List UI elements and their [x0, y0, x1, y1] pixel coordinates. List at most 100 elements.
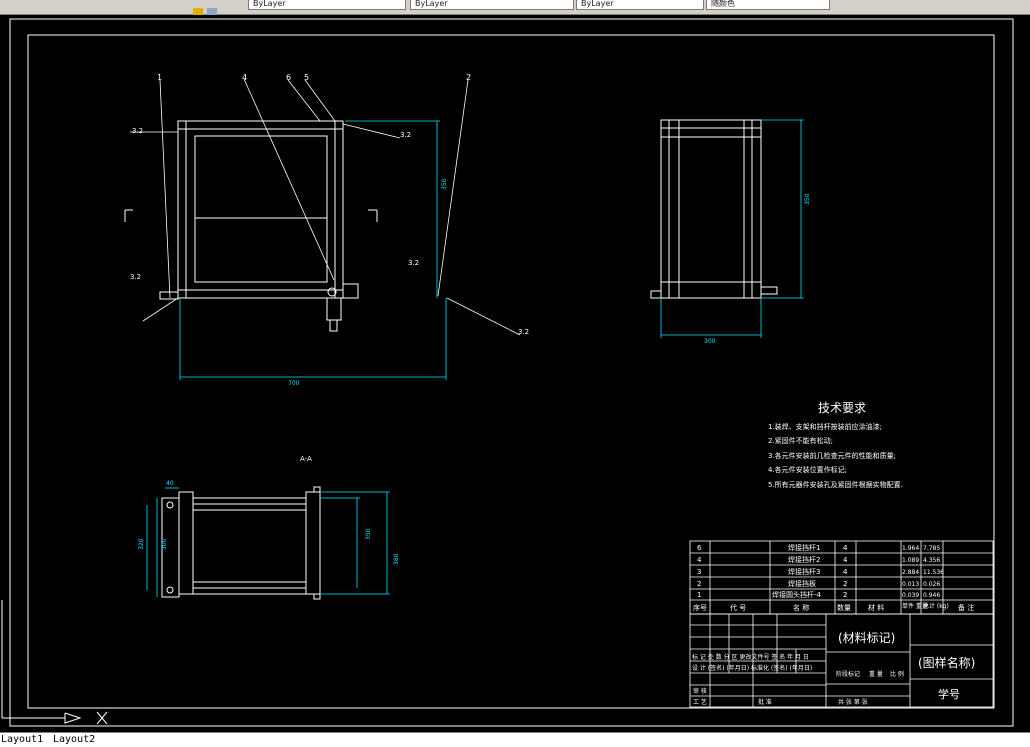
surface-mark: 3.2: [408, 259, 419, 267]
bom-header-no: 序号: [693, 603, 707, 612]
bom-header-name: 名 称: [793, 603, 809, 612]
bom-qty: 2: [843, 591, 847, 599]
front-dims: [179, 120, 447, 380]
layer-state-icon[interactable]: [193, 8, 203, 15]
bom-qty: 2: [843, 580, 847, 588]
front-view: [159, 120, 359, 332]
bom-name: 焊接挡杆1: [788, 543, 820, 552]
bom-header-single: 单件 重量: [902, 602, 928, 610]
title-row2: 设 计 (签名) (年月日) 标准化 (签名) (年月日): [692, 664, 812, 672]
drawing-canvas[interactable]: 1 4 6 5 2 3.2 3.2 3.2 3.2 3.2 700 350: [0, 15, 1030, 732]
dim-top-d: 380: [393, 553, 400, 565]
bom-no: 4: [697, 556, 702, 564]
dim-top-b: 300: [161, 538, 168, 550]
bom-no: 6: [697, 544, 702, 552]
drawing-frame: [27, 34, 995, 709]
drawing-no: 学号: [938, 687, 960, 701]
bom-name: 焊接圆头挡杆-4: [772, 590, 822, 599]
section-arrows: [124, 209, 378, 222]
tech-item: 1.装焊、支架和挡杆按装前应涂油漆;: [768, 422, 882, 431]
callout-1: 1: [157, 73, 162, 82]
review-label: 审 核: [693, 687, 707, 695]
dim-top-a: 320: [138, 538, 145, 550]
material-mark: (材料标记): [838, 631, 895, 645]
tech-item: 5.所有元器件安装孔及紧固件根据实物配置.: [768, 480, 903, 489]
dim-side-width: 300: [704, 338, 716, 345]
tech-item: 2.紧固件不能有松动;: [768, 436, 833, 445]
bom-w1: 1.089: [902, 557, 919, 564]
plotstyle-control[interactable]: 随颜色: [706, 0, 830, 10]
bom-name: 焊接挡杆3: [788, 567, 820, 576]
bom-table: [689, 540, 994, 615]
tech-title: 技术要求: [818, 401, 866, 415]
surface-mark: 3.2: [400, 131, 411, 139]
process-label: 工 艺: [693, 698, 707, 706]
bom-w2: 0.946: [923, 592, 940, 599]
bom-qty: 4: [843, 568, 848, 576]
side-dims: [660, 119, 804, 338]
color-control[interactable]: ByLayer: [248, 0, 406, 10]
bom-qty: 4: [843, 544, 848, 552]
tech-item: 4.各元件安装位置作标记;: [768, 465, 847, 474]
bom-w2: 7.785: [923, 545, 940, 552]
sheets-label: 共 张 第 张: [838, 698, 868, 706]
bom-header-remark: 备 注: [958, 603, 974, 612]
callout-6: 6: [286, 73, 291, 82]
dim-front-width: 700: [288, 380, 300, 387]
linetype-control[interactable]: ByLayer: [410, 0, 574, 10]
layer-icons[interactable]: [193, 0, 233, 15]
layer-cube-icon[interactable]: [207, 8, 217, 15]
bom-no: 2: [697, 580, 701, 588]
approve-label: 批 准: [758, 698, 772, 706]
bom-rows: 6 焊接挡杆1 4 1.964 7.785 4 焊接挡杆2 4 1.089 4.…: [693, 543, 974, 612]
ucs-icon: [1, 600, 108, 725]
callout-5: 5: [304, 73, 309, 82]
dim-top-e: 40: [166, 480, 174, 487]
top-dims: [146, 487, 390, 597]
bom-w2: 0.026: [923, 581, 940, 588]
dim-side-height: 350: [804, 193, 811, 205]
weight-label: 重 量: [869, 670, 883, 678]
bom-header-material: 材 料: [868, 603, 884, 612]
tab-layout2[interactable]: Layout2: [53, 734, 96, 745]
view-label: A-A: [300, 455, 312, 463]
dim-front-height: 350: [441, 178, 448, 190]
bom-header-code: 代 号: [730, 603, 746, 612]
surface-marks: 3.2 3.2 3.2 3.2 3.2: [130, 127, 529, 336]
bom-w1: 1.964: [902, 545, 919, 552]
surface-mark: 3.2: [132, 127, 143, 135]
bom-w2: 11.536: [923, 569, 944, 576]
bom-name: 焊接挡板: [788, 579, 816, 588]
color-control-value: ByLayer: [253, 0, 286, 8]
bom-no: 3: [697, 568, 701, 576]
stage-label: 阶段标记: [836, 670, 860, 678]
bom-name: 焊接挡杆2: [788, 555, 820, 564]
bom-qty: 4: [843, 556, 848, 564]
tech-item: 3.各元件安装前几检查元件的性能和质量;: [768, 451, 896, 460]
title-row1: 标 记 处 数 分 区 更改文件号 签 名 年 月 日: [692, 653, 809, 661]
callout-numbers: 1 4 6 5 2: [157, 73, 471, 82]
layout-tabs-bar: Layout1 Layout2: [0, 732, 1030, 747]
callout-leaders: [130, 78, 521, 336]
drawing-name: (图样名称): [918, 655, 975, 670]
tab-layout1[interactable]: Layout1: [1, 734, 44, 745]
surface-mark: 3.2: [518, 328, 529, 336]
plotstyle-control-value: 随颜色: [711, 0, 735, 8]
lineweight-control[interactable]: ByLayer: [576, 0, 704, 10]
bom-header-qty: 数量: [837, 603, 851, 612]
title-block-text: (材料标记) (图样名称) 学号 标 记 处 数 分 区 更改文件号 签 名 年…: [692, 631, 975, 706]
bom-w1: 0.039: [902, 592, 919, 599]
bom-w2: 4.356: [923, 557, 940, 564]
paper-border: [9, 18, 1014, 727]
linetype-control-value: ByLayer: [415, 0, 448, 8]
callout-2: 2: [466, 73, 471, 82]
surface-mark: 3.2: [130, 273, 141, 281]
bom-header-total: 总计 (kg): [923, 602, 949, 610]
side-view: [650, 119, 778, 299]
lineweight-control-value: ByLayer: [581, 0, 614, 8]
scale-label: 比 例: [890, 670, 904, 678]
bom-w1: 2.884: [902, 569, 919, 576]
bom-w1: 0.013: [902, 581, 919, 588]
dim-top-c: 350: [365, 528, 372, 540]
drawing-svg[interactable]: 1 4 6 5 2 3.2 3.2 3.2 3.2 3.2 700 350: [0, 15, 1030, 732]
